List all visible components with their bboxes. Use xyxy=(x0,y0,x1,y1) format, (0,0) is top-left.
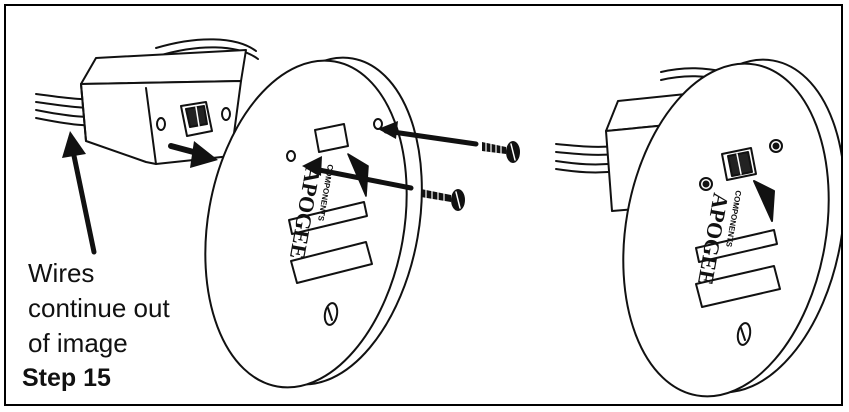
diagram-frame: APOGEE COMPONENTS xyxy=(4,4,843,406)
screw-lower xyxy=(302,156,465,211)
caption-line-1: Wires xyxy=(28,258,95,288)
screw-upper xyxy=(378,121,520,163)
wires-caption: Wires continue out of image xyxy=(28,256,170,361)
switch-housing xyxy=(80,49,247,165)
mounting-panel-left xyxy=(204,56,423,389)
insert-arrow xyxy=(168,141,218,168)
mounting-panel-right xyxy=(622,58,841,398)
wires-pointer-arrow xyxy=(62,131,97,255)
brand-logo-right xyxy=(753,180,775,222)
caption-line-2: continue out xyxy=(28,293,170,323)
step-label: Step 15 xyxy=(22,364,111,392)
caption-line-3: of image xyxy=(28,328,128,358)
assembly-illustration: APOGEE COMPONENTS xyxy=(35,38,841,398)
